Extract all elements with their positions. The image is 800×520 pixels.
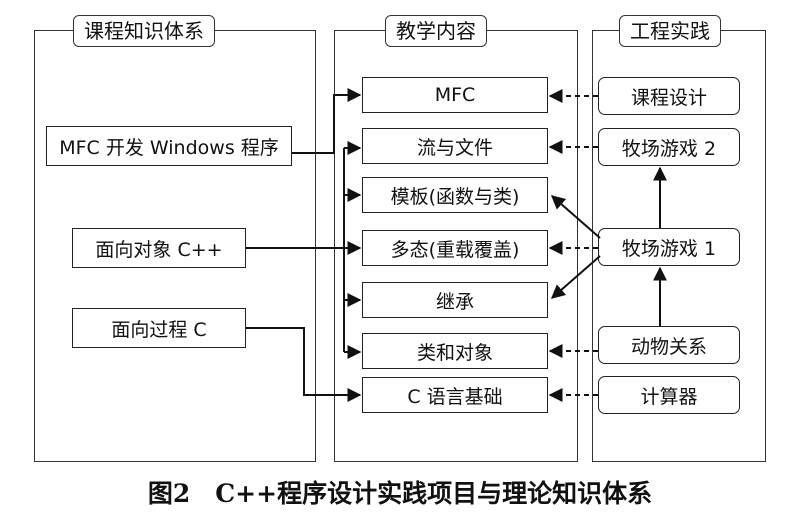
practice-ranch-game-2: 牧场游戏 2 [598,128,740,166]
practice-calculator: 计算器 [598,376,740,414]
teaching-classes-objects: 类和对象 [362,333,548,369]
teaching-streams-files: 流与文件 [362,128,548,164]
teaching-polymorphism: 多态(重载覆盖) [362,230,548,266]
teaching-mfc: MFC [362,77,548,113]
practice-ranch-game-1: 牧场游戏 1 [598,228,740,266]
practice-animal-relation: 动物关系 [598,326,740,364]
knowledge-oop-cpp: 面向对象 C++ [72,228,246,268]
teaching-templates: 模板(函数与类) [362,177,548,213]
link-ranchgame1-to-inheritance [550,255,601,299]
teaching-panel-title: 教学内容 [385,15,487,47]
knowledge-mfc-windows: MFC 开发 Windows 程序 [46,126,292,166]
knowledge-procedural-c: 面向过程 C [72,308,246,348]
link-mfcdev-to-mfc [292,88,362,154]
link-procedural-to-cbasics [246,327,362,402]
teaching-inheritance: 继承 [362,282,548,318]
knowledge-panel-title: 课程知识体系 [73,15,215,47]
practice-panel-title: 工程实践 [619,15,721,47]
teaching-c-basics: C 语言基础 [362,377,548,413]
figure-caption: 图2 C++程序设计实践项目与理论知识体系 [147,479,653,508]
practice-course-design: 课程设计 [598,77,740,115]
link-ranchgame1-to-templates [550,195,601,239]
